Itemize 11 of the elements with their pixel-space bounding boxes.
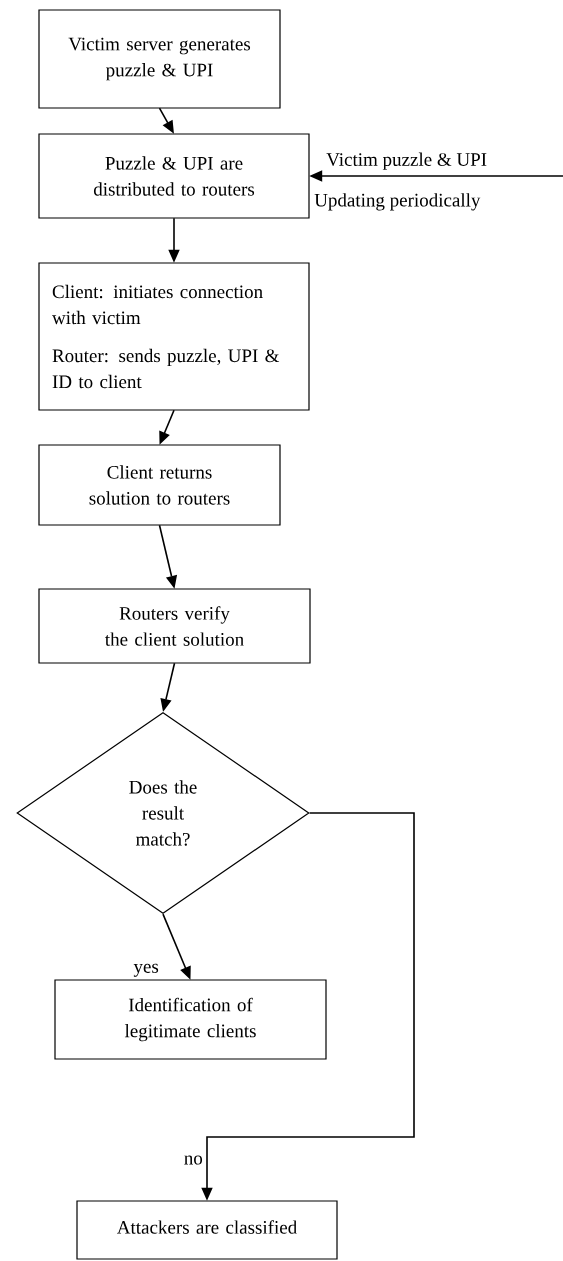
process-box: Client returns solution to routers (38, 444, 281, 526)
process-box: Puzzle & UPI are distributed to routers (38, 133, 310, 219)
process-box: Attackers are classified (76, 1200, 338, 1260)
process-box: Client: initiates connection with victim Router: sends puzzle, UPI & ID to client (38, 262, 310, 411)
edge-label: no (182, 1154, 204, 1166)
process-box: Victim server generates puzzle & UPI (38, 9, 281, 109)
edge-label: yes (132, 962, 160, 978)
process-box: Routers verify the client solution (38, 588, 311, 664)
edge-label: Victim puzzle & UPI (325, 151, 489, 171)
note-text: Updating periodically (314, 193, 481, 211)
process-box: Identification of legitimate clients (54, 979, 327, 1060)
